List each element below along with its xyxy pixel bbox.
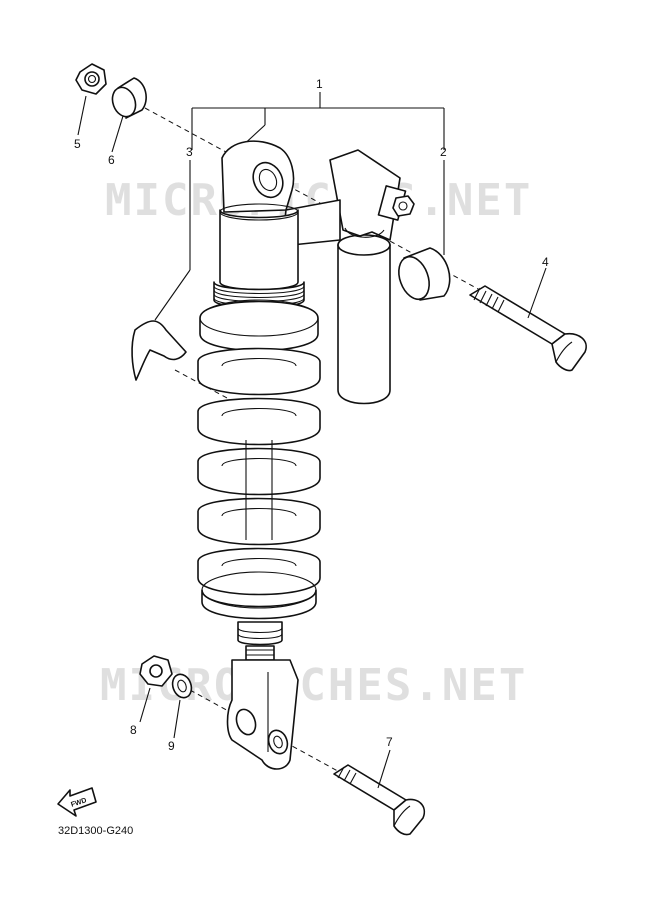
callout-9: 9 (168, 739, 175, 753)
callout-5: 5 (74, 137, 81, 151)
upper-nut (75, 63, 107, 95)
fwd-arrow-badge: FWD (57, 787, 97, 817)
callout-7: 7 (386, 735, 393, 749)
callout-6: 6 (108, 153, 115, 167)
lower-clevis (226, 621, 299, 770)
lower-mount-axis (189, 689, 346, 776)
reservoir (329, 149, 415, 405)
lower-spring-seat (201, 571, 317, 620)
callout-8: 8 (130, 723, 137, 737)
callout-3: 3 (186, 145, 193, 159)
callout-1: 1 (316, 77, 323, 91)
lower-nut (139, 655, 173, 687)
coil-spring (197, 299, 321, 596)
callout-2: 2 (440, 145, 447, 159)
lower-bolt (333, 764, 425, 836)
upper-collar (111, 77, 147, 119)
upper-bolt (469, 285, 587, 372)
lower-washer (171, 673, 193, 699)
spring-seat-guard (131, 320, 187, 381)
shock-body (213, 203, 305, 309)
diagram-code: 32D1300-G240 (58, 825, 133, 837)
right-collar (398, 247, 451, 301)
callout-4: 4 (542, 255, 549, 269)
fwd-label: FWD (70, 797, 87, 809)
